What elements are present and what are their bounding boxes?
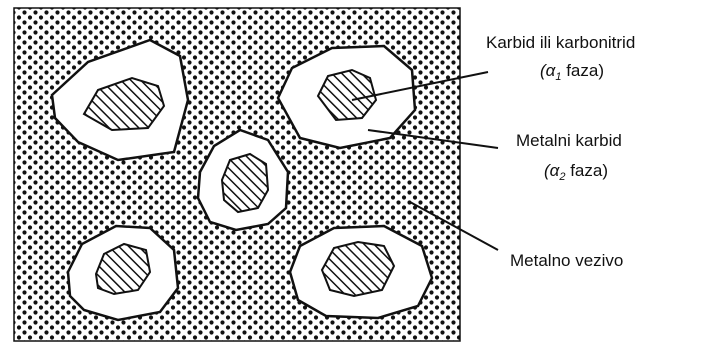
carbide-core bbox=[222, 154, 268, 212]
label-metal-carbide-subscript: 2 bbox=[558, 171, 565, 183]
carbide-core bbox=[322, 242, 394, 296]
label-carbide-alpha: (α bbox=[540, 61, 557, 80]
label-metal-carbide-line2: (α2 faza) bbox=[544, 161, 608, 183]
grain-bottom-right bbox=[290, 226, 432, 318]
label-metal-carbide-alpha: (α bbox=[544, 161, 561, 180]
label-carbide-line2: (α1 faza) bbox=[540, 61, 604, 83]
label-carbide-line1: Karbid ili karbonitrid bbox=[486, 33, 635, 52]
label-binder: Metalno vezivo bbox=[510, 251, 623, 270]
label-carbide-faza: faza) bbox=[561, 61, 604, 80]
label-metal-carbide-line1: Metalni karbid bbox=[516, 131, 622, 150]
label-metal-carbide-faza: faza) bbox=[565, 161, 608, 180]
